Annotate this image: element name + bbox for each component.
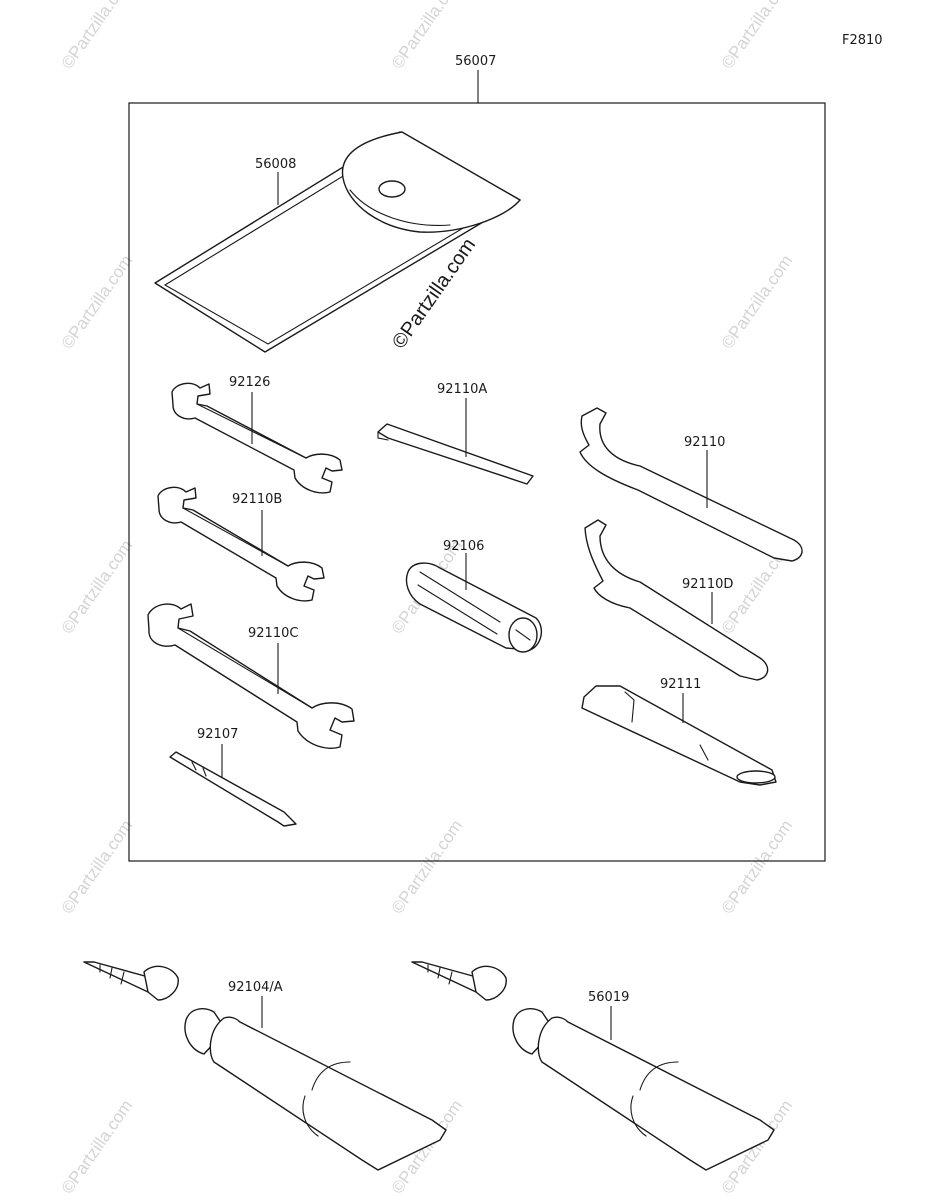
watermark: ©Partzilla.com bbox=[58, 816, 137, 917]
wrench-b-label: 92110B bbox=[232, 492, 282, 507]
extension-label: 92111 bbox=[660, 677, 701, 692]
kit-label: 56007 bbox=[455, 54, 496, 69]
bag-label: 56008 bbox=[255, 157, 296, 172]
watermark: ©Partzilla.com bbox=[58, 1096, 137, 1197]
watermark: ©Partzilla.com bbox=[388, 816, 467, 917]
hex-key-icon bbox=[377, 423, 534, 485]
figure-code: F2810 bbox=[842, 33, 883, 48]
handle-icon bbox=[405, 562, 543, 653]
spanner-icon bbox=[579, 407, 803, 562]
tube-icon bbox=[411, 961, 775, 1171]
watermark: ©Partzilla.com bbox=[718, 816, 797, 917]
tube-icon bbox=[83, 961, 447, 1171]
wrench-icon bbox=[147, 603, 355, 749]
screwdriver-icon bbox=[169, 751, 297, 827]
handle-label: 92106 bbox=[443, 539, 484, 554]
watermark: ©Partzilla.com bbox=[58, 536, 137, 637]
watermark: ©Partzilla.com bbox=[58, 0, 137, 72]
watermark: ©Partzilla.com bbox=[718, 0, 797, 72]
tool-bag-icon bbox=[154, 131, 521, 353]
driver-label: 92107 bbox=[197, 727, 238, 742]
tube-right-label: 56019 bbox=[588, 990, 629, 1005]
spanner-bottom-label: 92110D bbox=[682, 577, 733, 592]
spanner-icon bbox=[584, 519, 769, 681]
tube-left-label: 92104/A bbox=[228, 980, 283, 995]
wrench-icon bbox=[157, 486, 325, 602]
wrench-small-label: 92126 bbox=[229, 375, 270, 390]
hex-key-label: 92110A bbox=[437, 382, 487, 397]
spanner-top-label: 92110 bbox=[684, 435, 725, 450]
wrench-c-label: 92110C bbox=[248, 626, 298, 641]
watermark: ©Partzilla.com bbox=[718, 251, 797, 352]
kit-box bbox=[128, 102, 826, 862]
wrench-icon bbox=[171, 382, 343, 494]
extension-bar-icon bbox=[581, 685, 777, 786]
watermark: ©Partzilla.com bbox=[58, 251, 137, 352]
